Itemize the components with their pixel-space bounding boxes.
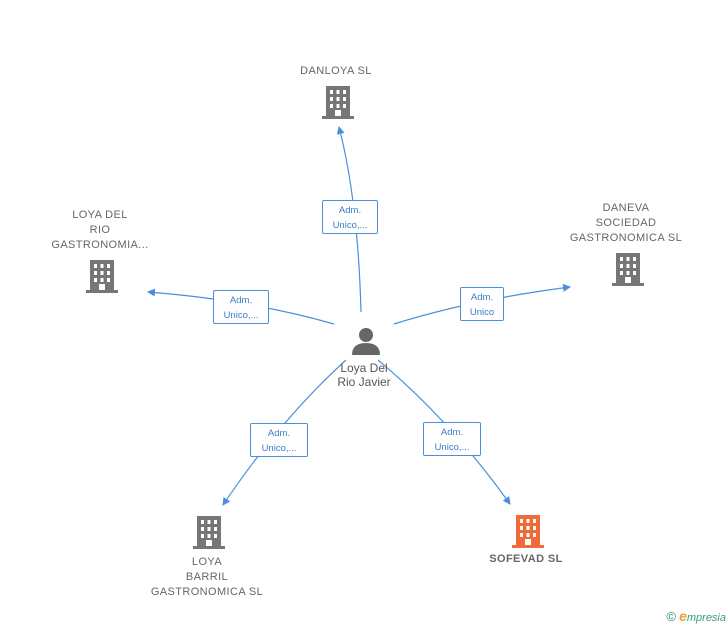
person-node[interactable] (350, 326, 382, 356)
person-name[interactable]: Loya Del Rio Javier (337, 361, 391, 389)
company-node-danloya[interactable] (322, 84, 354, 120)
edge-label-danloya[interactable]: Adm. Unico,... (322, 200, 378, 234)
company-name-loya-barril[interactable]: LOYA BARRIL GASTRONOMICA SL (150, 556, 264, 598)
company-name-loya-del-rio[interactable]: LOYA DEL RIO GASTRONOMIA... (51, 209, 149, 251)
brand-logo-initial: e (679, 608, 687, 624)
building-icon (86, 260, 118, 293)
company-node-daneva[interactable] (612, 251, 644, 287)
copyright-icon: © (666, 609, 677, 624)
edge-label-loya-del-rio[interactable]: Adm. Unico,... (213, 290, 269, 324)
person-icon (352, 328, 380, 355)
edge-label-loya-barril[interactable]: Adm. Unico,... (250, 423, 308, 457)
building-icon-highlighted (512, 515, 544, 548)
building-icon (193, 516, 225, 549)
building-icon (612, 253, 644, 286)
company-node-sofevad[interactable] (512, 513, 544, 549)
brand-logo-text: mpresia (686, 612, 726, 624)
edge-label-sofevad[interactable]: Adm. Unico,... (423, 422, 481, 456)
company-name-daneva[interactable]: DANEVA SOCIEDAD GASTRONOMICA SL (569, 202, 683, 244)
company-name-danloya[interactable]: DANLOYA SL (300, 65, 372, 77)
company-name-sofevad[interactable]: SOFEVAD SL (489, 553, 563, 565)
edge-label-daneva[interactable]: Adm. Unico (460, 287, 504, 321)
building-icon (322, 86, 354, 119)
company-node-loya-del-rio[interactable] (86, 258, 118, 294)
company-node-loya-barril[interactable] (193, 514, 225, 550)
brand-footer[interactable]: © empresia (666, 608, 726, 624)
